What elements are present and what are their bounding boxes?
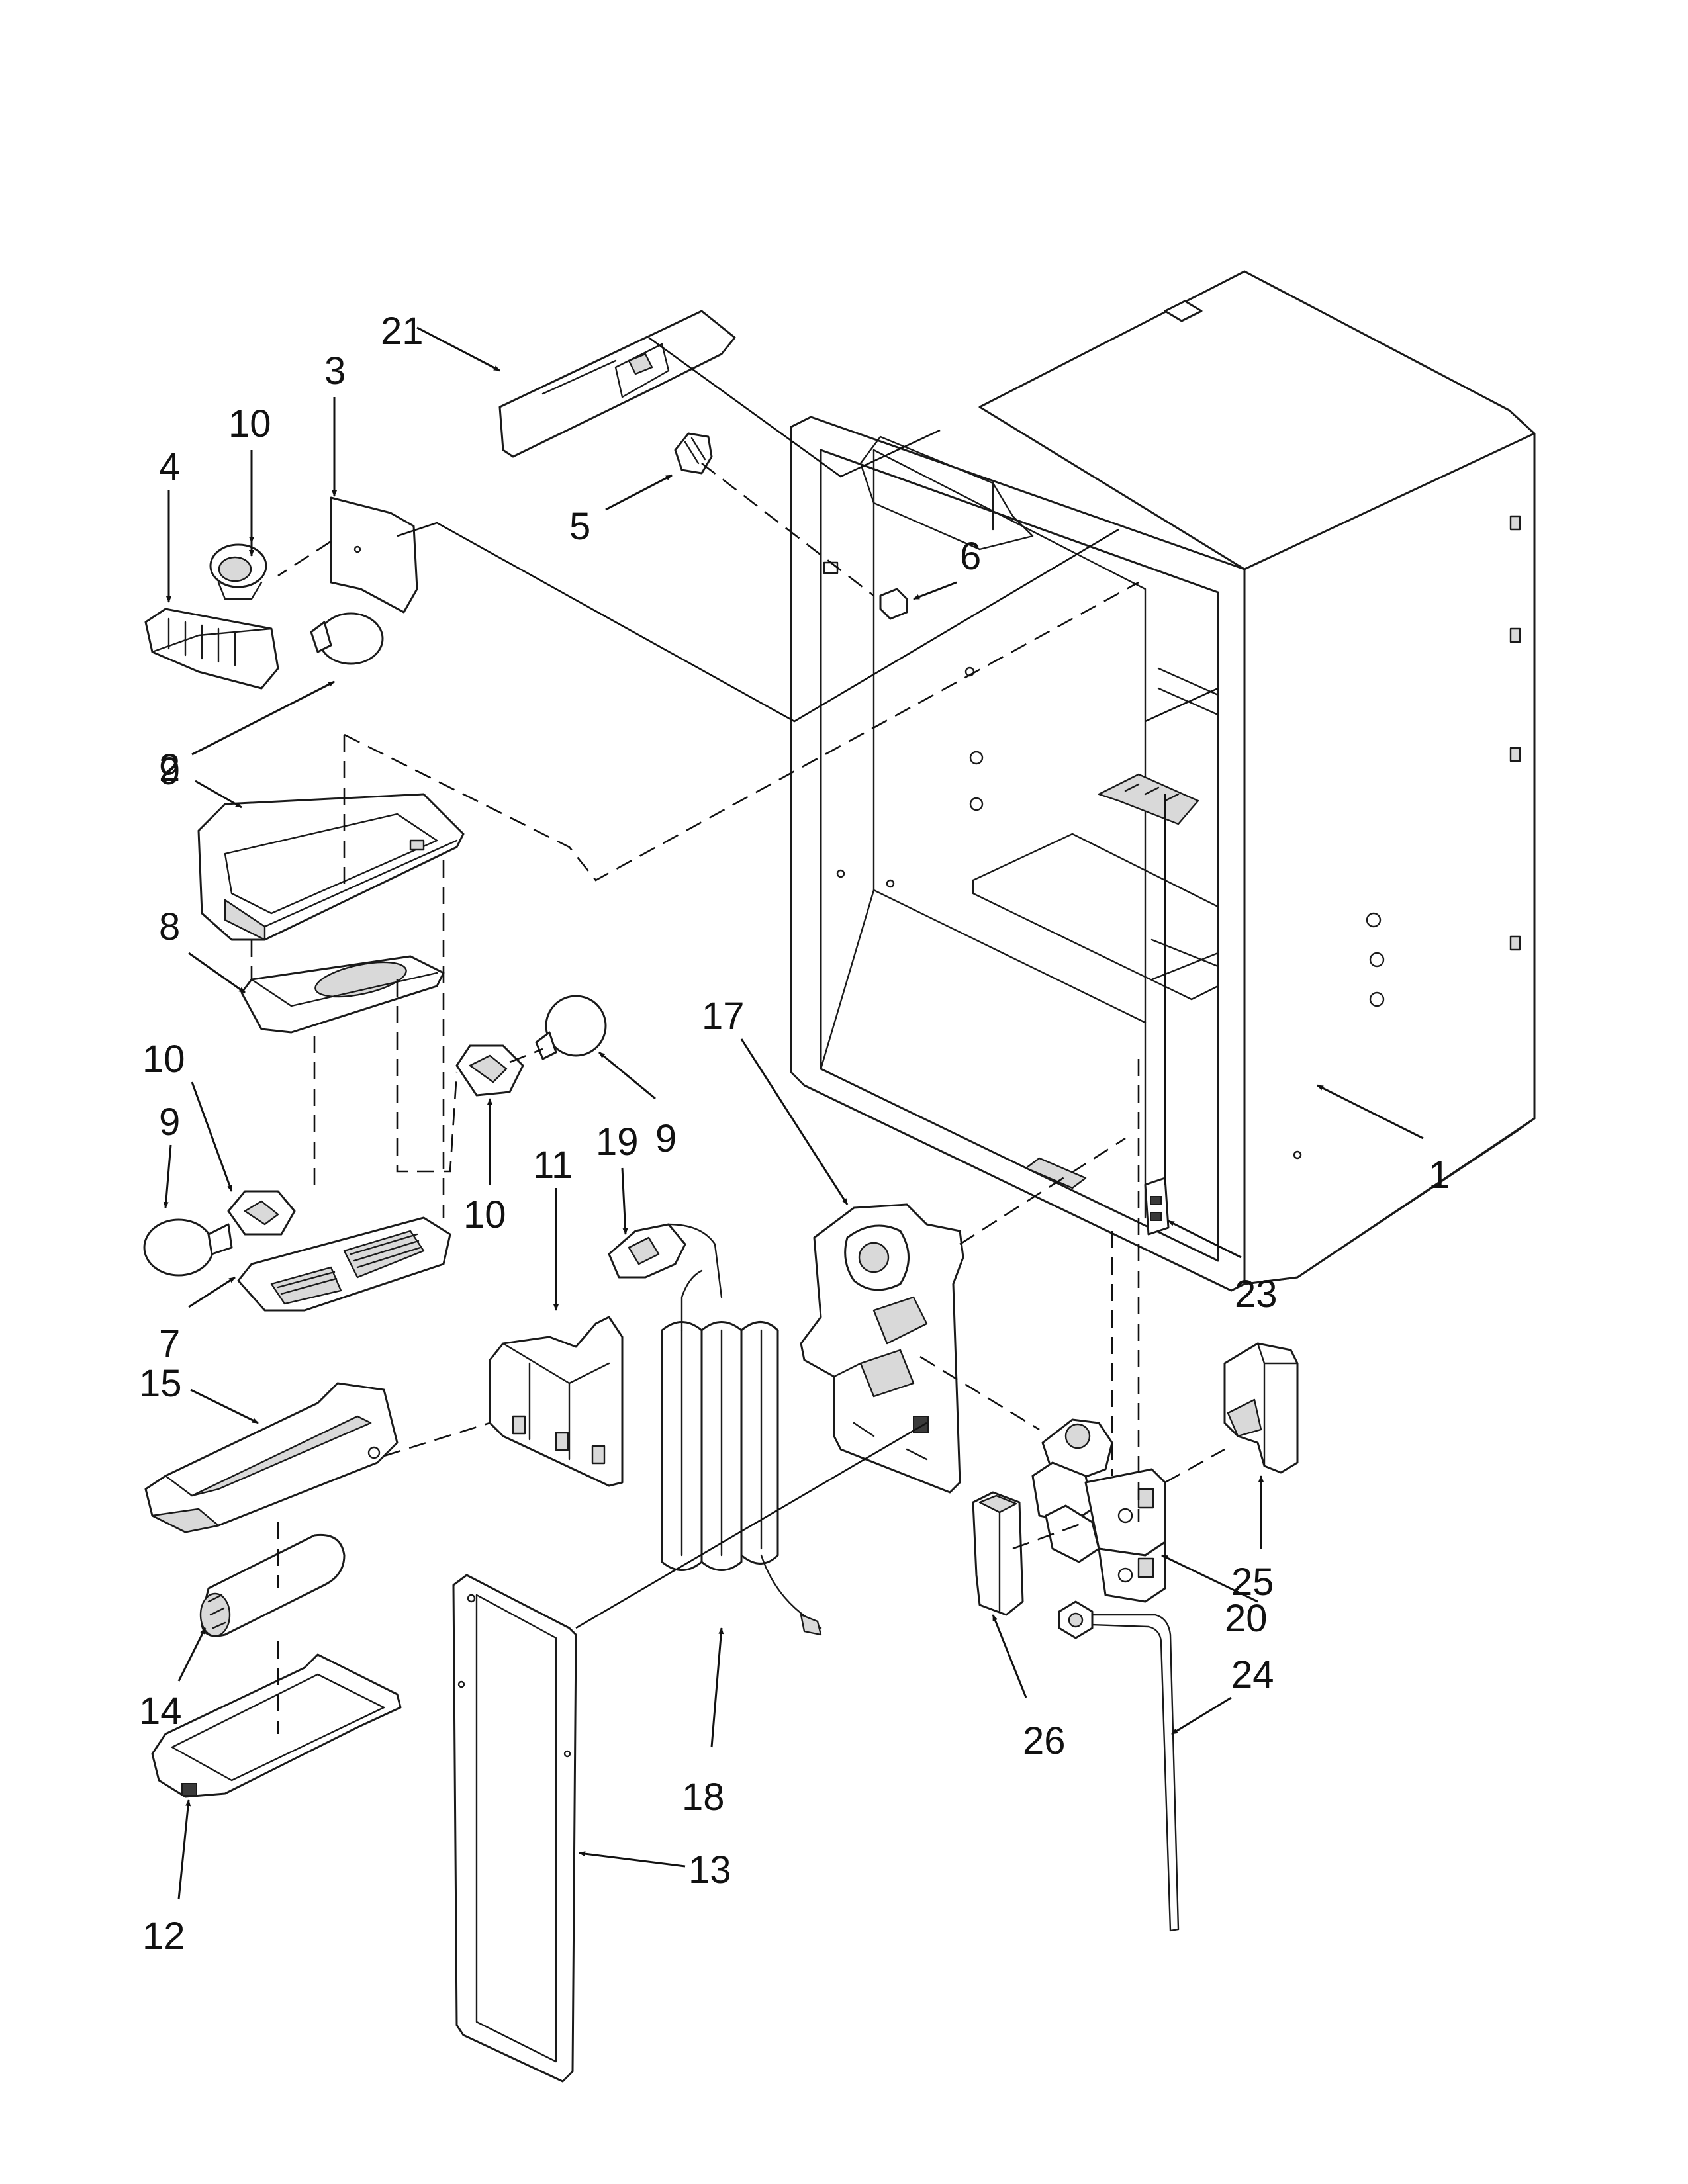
callout-10b: 10 [463, 1193, 506, 1236]
dispenser-bracket-icon[interactable] [800, 1203, 964, 1494]
callout-labels: 1 2 3 4 5 6 7 8 9 9 9 10 10 10 11 12 13 … [139, 310, 1450, 1958]
callout-14: 14 [139, 1690, 182, 1733]
filter-cover-icon[interactable] [151, 1653, 402, 1798]
filter-bracket-icon[interactable] [489, 1316, 624, 1487]
water-valve-icon[interactable] [1031, 1418, 1166, 1603]
callout-4: 4 [159, 445, 180, 488]
callout-1: 1 [1429, 1154, 1450, 1197]
callout-24: 24 [1231, 1653, 1274, 1696]
callout-25: 25 [1231, 1561, 1274, 1604]
side-cover-icon[interactable] [452, 1574, 577, 2083]
callout-3: 3 [324, 349, 346, 392]
callout-12: 12 [142, 1915, 185, 1958]
callout-2: 2 [159, 747, 180, 790]
light-bulb-icon[interactable] [143, 1218, 233, 1277]
light-shield-icon[interactable] [237, 1216, 451, 1312]
lamp-socket-icon[interactable] [455, 1044, 524, 1097]
light-bulb-icon[interactable] [535, 995, 607, 1060]
assembly-lines [250, 336, 1225, 1734]
water-filter-icon[interactable] [199, 1533, 346, 1637]
callout-13: 13 [688, 1848, 731, 1891]
callout-9a: 9 [159, 750, 180, 793]
callout-26: 26 [1023, 1719, 1066, 1762]
valve-fitting-icon[interactable] [608, 1223, 723, 1298]
light-bulb-icon[interactable] [310, 612, 384, 665]
callout-5: 5 [569, 505, 590, 548]
leader-arrows [163, 326, 1424, 1900]
callout-8: 8 [159, 905, 180, 948]
trim-strip-icon[interactable] [498, 310, 736, 458]
callout-11: 11 [533, 1144, 573, 1187]
callout-7: 7 [159, 1322, 180, 1365]
lamp-socket-icon[interactable] [209, 543, 267, 600]
valve-bracket-icon[interactable] [1223, 1342, 1299, 1474]
callout-19: 19 [596, 1120, 639, 1163]
lamp-socket-icon[interactable] [227, 1190, 296, 1236]
callout-10a: 10 [228, 402, 271, 445]
switch-icon[interactable] [1144, 1177, 1170, 1236]
tube-clip-icon[interactable] [972, 1491, 1024, 1616]
light-housing-icon[interactable] [197, 793, 465, 941]
water-reservoir-icon[interactable] [661, 1269, 822, 1636]
callout-17: 17 [702, 995, 745, 1038]
callout-9b: 9 [655, 1117, 677, 1160]
water-tube-icon[interactable] [1058, 1600, 1180, 1932]
callout-6: 6 [960, 535, 981, 578]
callout-23: 23 [1235, 1273, 1278, 1316]
insulation-sheet-icon[interactable] [330, 496, 418, 614]
callout-21: 21 [381, 310, 424, 353]
light-cover-icon[interactable] [144, 608, 279, 690]
callout-20: 20 [1225, 1597, 1268, 1640]
liner-cabinet-icon[interactable] [790, 270, 1536, 1292]
callout-9c: 9 [159, 1101, 180, 1144]
callout-18: 18 [682, 1776, 725, 1819]
filter-housing-icon[interactable] [144, 1382, 399, 1533]
callout-10c: 10 [142, 1038, 185, 1081]
callout-15: 15 [139, 1362, 182, 1405]
lens-icon[interactable] [240, 955, 445, 1034]
